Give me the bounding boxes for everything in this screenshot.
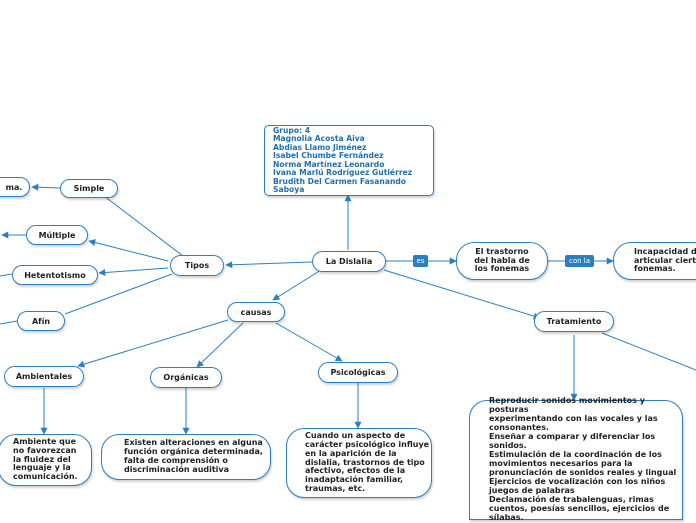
node-psicologicas-desc-text: Cuando un aspecto de carácter psicológic… (305, 430, 430, 494)
node-multiple[interactable]: Múltiple (26, 225, 88, 245)
edge-tipos-simple (103, 195, 184, 257)
node-ambientales-desc-text: Ambiente que no favorezcan la fluidez de… (13, 436, 78, 482)
edge-causas-organicas (196, 322, 244, 368)
central-node-label: La Dislalia (325, 257, 373, 266)
node-afin[interactable]: Afín (17, 311, 65, 331)
relation-tag-con-la: con la (565, 255, 594, 267)
node-incapacidad-text: Incapacidad de articular ciertos fonemas… (634, 246, 696, 274)
edge-tipos-afin (64, 273, 173, 315)
edge-central-tipos (225, 261, 313, 269)
central-node-dislalia[interactable]: La Dislalia (312, 251, 386, 272)
node-trastorno-text: El trastorno del habla de los fonemas (474, 246, 530, 274)
edge-afin-child (0, 320, 18, 325)
node-hetentotismo[interactable]: Hetentotismo (12, 265, 98, 285)
edge-causas-ambientales (77, 319, 229, 368)
edge-tipos-hetentotismo (98, 267, 169, 277)
node-ambientales-label: Ambientales (15, 372, 73, 381)
edge-hetentotismo-child (0, 273, 13, 277)
node-simple-child[interactable]: ma. (0, 177, 30, 197)
node-psicologicas-desc[interactable]: Cuando un aspecto de carácter psicológic… (286, 428, 432, 498)
node-trastorno[interactable]: El trastorno del habla de los fonemas (456, 242, 548, 280)
node-hetentotismo-label: Hetentotismo (24, 270, 86, 280)
relation-tag-es-text: es (416, 257, 425, 265)
node-causas-label: causas (240, 307, 272, 317)
relation-tag-con-la-text: con la (568, 257, 591, 265)
node-psicologicas-label: Psicológicas (330, 368, 386, 377)
node-multiple-label: Múltiple (38, 230, 76, 240)
node-causas[interactable]: causas (227, 302, 285, 322)
node-simple-label: Simple (73, 184, 105, 193)
node-psicologicas[interactable]: Psicológicas (318, 362, 398, 383)
group-members-box[interactable]: Grupo: 4 Magnolia Acosta Aiva Abdias Lla… (264, 125, 434, 196)
edge-central-causas (272, 269, 322, 301)
node-tratamiento[interactable]: Tratamiento (534, 311, 614, 332)
relation-tag-es: es (413, 255, 428, 267)
node-ambientales[interactable]: Ambientales (4, 366, 84, 387)
node-tratamiento-label: Tratamiento (546, 317, 602, 326)
edge-central-tratamiento (383, 269, 541, 320)
node-organicas-label: Orgánicas (163, 373, 209, 382)
node-organicas[interactable]: Orgánicas (150, 367, 222, 388)
edge-simple-child (31, 183, 61, 191)
edge-tipos-multiple (88, 239, 169, 262)
edge-tratamiento-offscreen (601, 332, 696, 371)
node-tipos-label: Tipos (184, 261, 210, 270)
node-incapacidad[interactable]: Incapacidad de articular ciertos fonemas… (613, 242, 696, 280)
node-organicas-desc[interactable]: Existen alteraciones en alguna función o… (101, 434, 271, 480)
edge-causas-psicologicas (275, 322, 343, 362)
node-simple[interactable]: Simple (60, 179, 118, 198)
group-members-text: Grupo: 4 Magnolia Acosta Aiva Abdias Lla… (273, 125, 413, 194)
node-simple-child-label: ma. (5, 182, 23, 192)
node-tratamiento-desc[interactable]: Reproducir sonidos movimientos y postura… (469, 396, 683, 522)
node-tipos[interactable]: Tipos (170, 255, 224, 276)
node-ambientales-desc[interactable]: Ambiente que no favorezcan la fluidez de… (0, 434, 92, 486)
node-afin-label: Afín (31, 316, 51, 326)
node-tratamiento-desc-text: Reproducir sonidos movimientos y postura… (489, 396, 677, 522)
node-organicas-desc-text: Existen alteraciones en alguna función o… (124, 438, 263, 474)
